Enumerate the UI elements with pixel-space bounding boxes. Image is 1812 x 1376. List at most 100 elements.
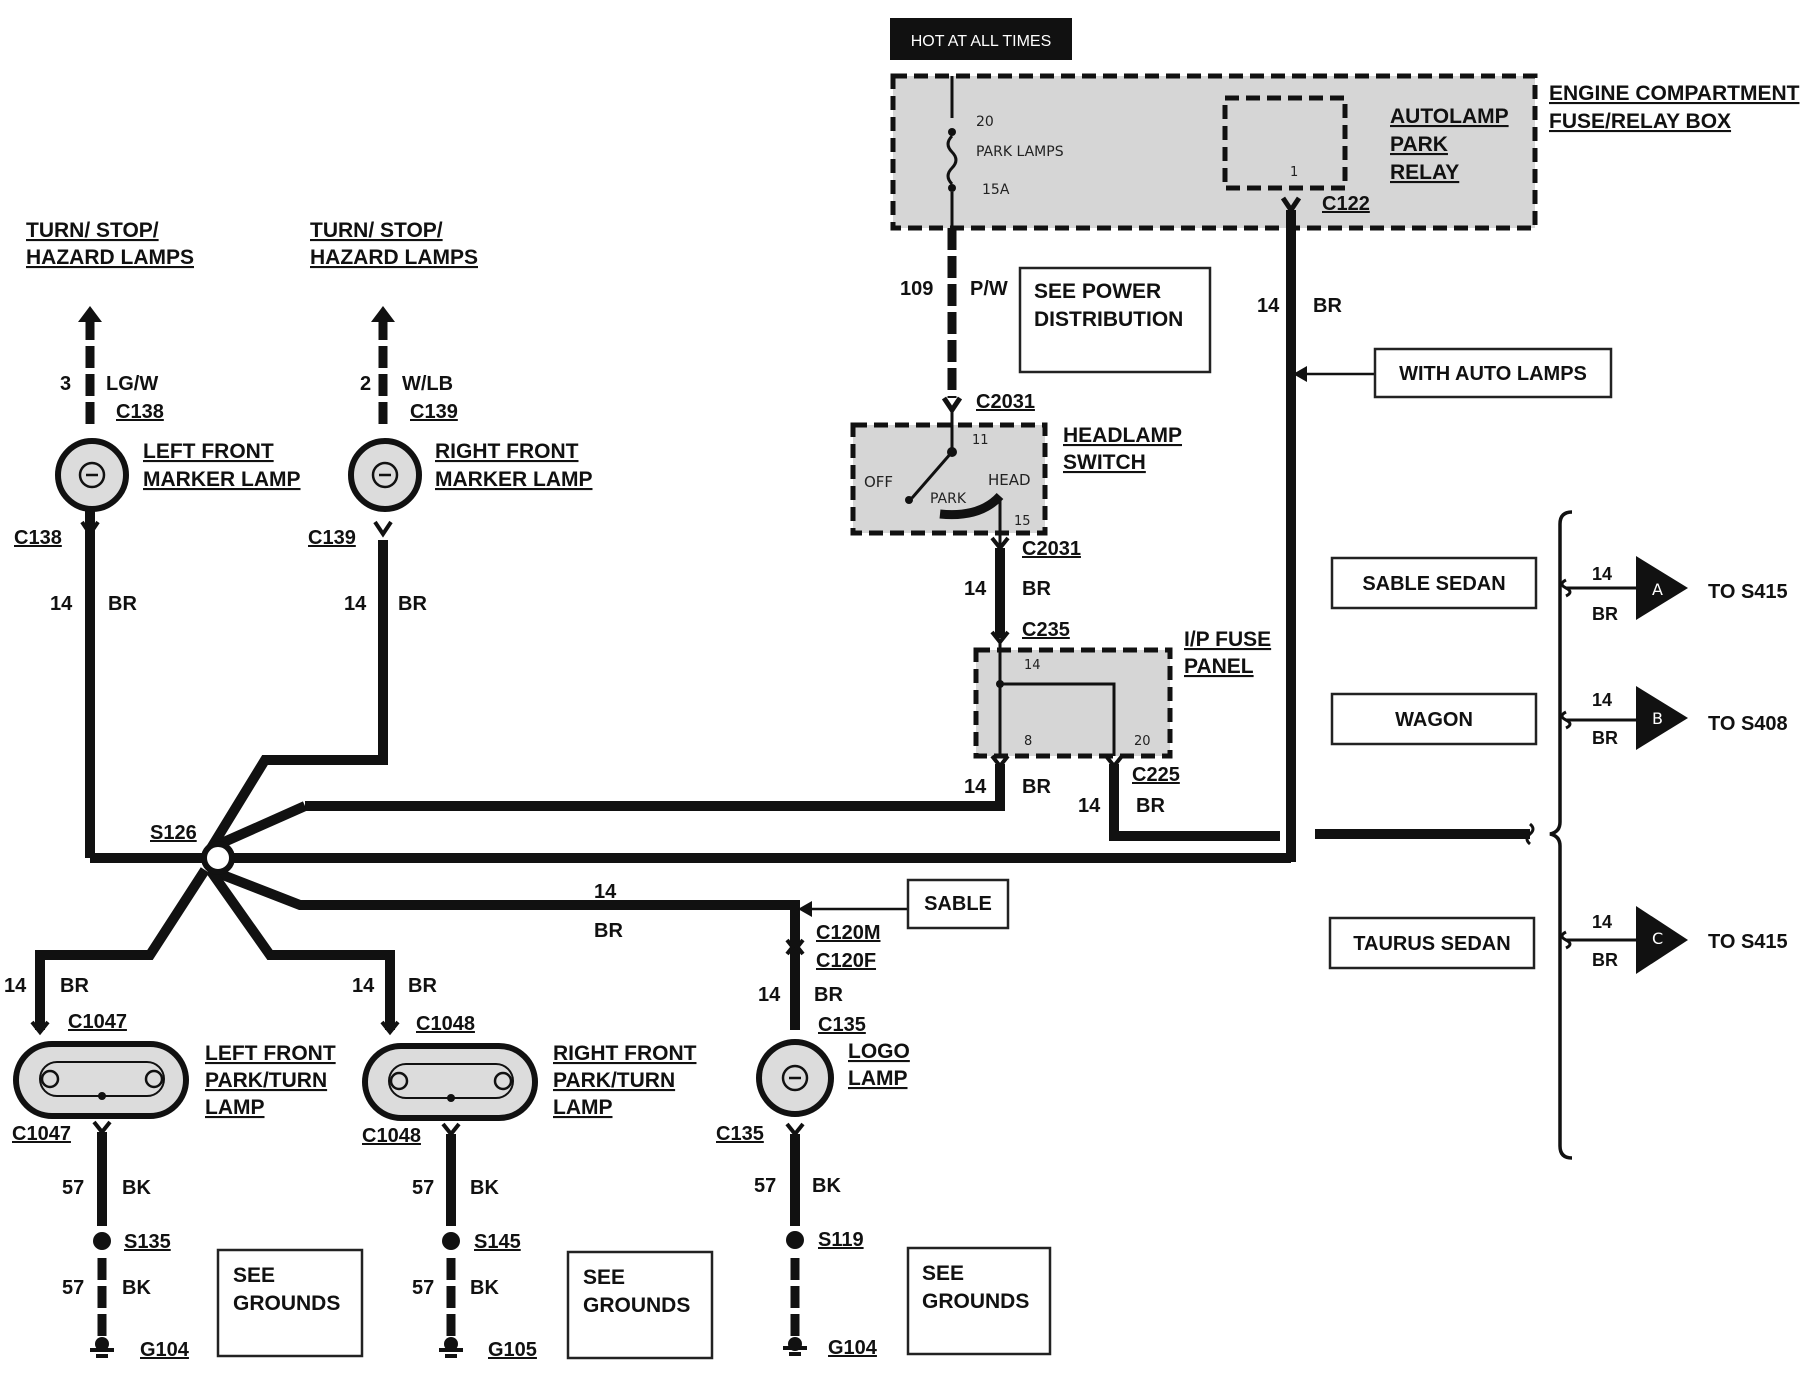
s145-label: S145 [474, 1231, 521, 1253]
relay-label-3: RELAY [1390, 161, 1459, 184]
rf-park-gnd-color-2: BK [470, 1277, 499, 1299]
fuse-box-title-2: FUSE/RELAY BOX [1549, 110, 1731, 133]
lf-marker-circuit: 3 [60, 373, 71, 395]
hs-pos-park: PARK [930, 491, 967, 507]
fuse-box-title-1: ENGINE COMPARTMENT [1549, 82, 1800, 105]
see-grounds-3-line2: GROUNDS [922, 1290, 1029, 1313]
branch-a-dest: TO S415 [1708, 581, 1788, 603]
rf-park-center-node [447, 1094, 455, 1102]
s145-splice-icon [442, 1232, 460, 1250]
sable-box [906, 878, 1010, 930]
logo-conn-top: C135 [818, 1014, 866, 1036]
logo-bulb-icon [781, 1064, 809, 1092]
branch-c-model: TAURUS SEDAN [1353, 933, 1510, 955]
rf-park-top-connector-icon [380, 1020, 400, 1036]
lf-park-color: BR [60, 975, 89, 997]
rf-park-name-2: PARK/TURN [553, 1069, 675, 1092]
lf-park-center-node [98, 1092, 106, 1100]
branch-b-model: WAGON [1395, 709, 1473, 731]
lf-park-filament-2-icon [144, 1069, 164, 1089]
rf-park-conn-bottom: C1048 [362, 1125, 421, 1147]
rf-park-name-3: LAMP [553, 1096, 613, 1119]
see-power-box [1018, 266, 1212, 374]
s135-label: S135 [124, 1231, 171, 1253]
g105-label: G105 [488, 1339, 537, 1361]
turn-left-line2: HAZARD LAMPS [26, 246, 194, 269]
rf-marker-bottom-connector-icon [373, 520, 393, 538]
branch-a-model-box [1330, 556, 1538, 610]
rf-marker-wcolor: BR [398, 593, 427, 615]
lf-marker-bulb-icon [78, 461, 106, 489]
turn-left-line1: TURN/ STOP/ [26, 219, 159, 242]
logo-name-2: LAMP [848, 1067, 908, 1090]
hs-park-contact [905, 496, 913, 504]
branch-b-dest: TO S408 [1708, 713, 1788, 735]
sable-label: SABLE [924, 893, 992, 915]
logo-gauge: 14 [758, 984, 781, 1006]
rf-park-gnd-color: BK [470, 1177, 499, 1199]
hs-pos-off: OFF [864, 473, 893, 491]
with-auto-label: WITH AUTO LAMPS [1399, 363, 1587, 385]
lf-park-gnd-circuit: 57 [62, 1177, 84, 1199]
rf-marker-bulb-icon [371, 461, 399, 489]
branch-c-dest: TO S415 [1708, 931, 1788, 953]
ip-right-color: BR [1136, 795, 1165, 817]
s119-label: S119 [818, 1229, 864, 1251]
rf-park-gnd-circuit-2: 57 [412, 1277, 434, 1299]
logo-gnd-color: BK [812, 1175, 841, 1197]
hot-label: HOT AT ALL TIMES [911, 33, 1052, 50]
rf-marker-name-2: MARKER LAMP [435, 468, 593, 491]
ip-right-gauge: 14 [1078, 795, 1101, 817]
c120m-connector-icon [785, 938, 805, 954]
lf-park-gauge: 14 [4, 975, 27, 997]
logo-bottom-connector-icon [785, 1122, 805, 1138]
lf-marker-bottom-connector-icon [80, 520, 100, 538]
lf-park-gnd-color: BK [122, 1177, 151, 1199]
wire-109-color: P/W [970, 278, 1008, 300]
c225-label: C225 [1132, 764, 1180, 786]
lf-park-top-connector-icon [30, 1020, 50, 1036]
see-grounds-3-line1: SEE [922, 1262, 964, 1285]
g104-logo-ground-dot [788, 1337, 802, 1351]
branch-b-arrow-icon [1636, 686, 1688, 750]
auto-wire-color: BR [1313, 295, 1342, 317]
rf-park-filament-2-icon [493, 1071, 513, 1091]
lf-park-name-2: PARK/TURN [205, 1069, 327, 1092]
c2031-top-connector-icon [941, 396, 963, 415]
turn-right-line1: TURN/ STOP/ [310, 219, 443, 242]
see-grounds-3-box [906, 1246, 1052, 1356]
headlamp-title-2: SWITCH [1063, 451, 1146, 474]
branch-c-color: BR [1592, 950, 1618, 970]
lf-park-gnd-color-2: BK [122, 1277, 151, 1299]
g105-ground-dot [444, 1337, 458, 1351]
wire-lf-park [35, 867, 210, 1030]
hs-contact-bar [939, 492, 1004, 520]
fuse-node-top [948, 128, 956, 136]
relay-pin: 1 [1290, 165, 1298, 180]
rf-park-filament-1-icon [389, 1071, 409, 1091]
rf-marker-gauge: 14 [344, 593, 367, 615]
c2031-top-label: C2031 [976, 391, 1035, 413]
hot-label-box [890, 18, 1072, 60]
rf-park-name-1: RIGHT FRONT [553, 1042, 697, 1065]
see-grounds-1-line1: SEE [233, 1264, 275, 1287]
branch-a-color: BR [1592, 604, 1618, 624]
sable-wire-gauge: 14 [594, 881, 617, 903]
ip-pin-top: 14 [1024, 658, 1041, 673]
branch-a-letter: A [1652, 580, 1663, 599]
lf-park-name-1: LEFT FRONT [205, 1042, 336, 1065]
s119-splice-icon [786, 1231, 804, 1249]
c235-label: C235 [1022, 619, 1070, 641]
wire-sable-logo [208, 865, 800, 960]
wire-splice-ip [212, 801, 308, 851]
c122-label: C122 [1322, 193, 1370, 215]
lf-marker-name-1: LEFT FRONT [143, 440, 274, 463]
rf-park-gnd-circuit: 57 [412, 1177, 434, 1199]
ip-fuse-fill [976, 650, 1170, 756]
see-grounds-2-box [566, 1250, 714, 1360]
see-grounds-2-line2: GROUNDS [583, 1294, 690, 1317]
wire-109-num: 109 [900, 278, 933, 300]
rf-park-gauge: 14 [352, 975, 375, 997]
